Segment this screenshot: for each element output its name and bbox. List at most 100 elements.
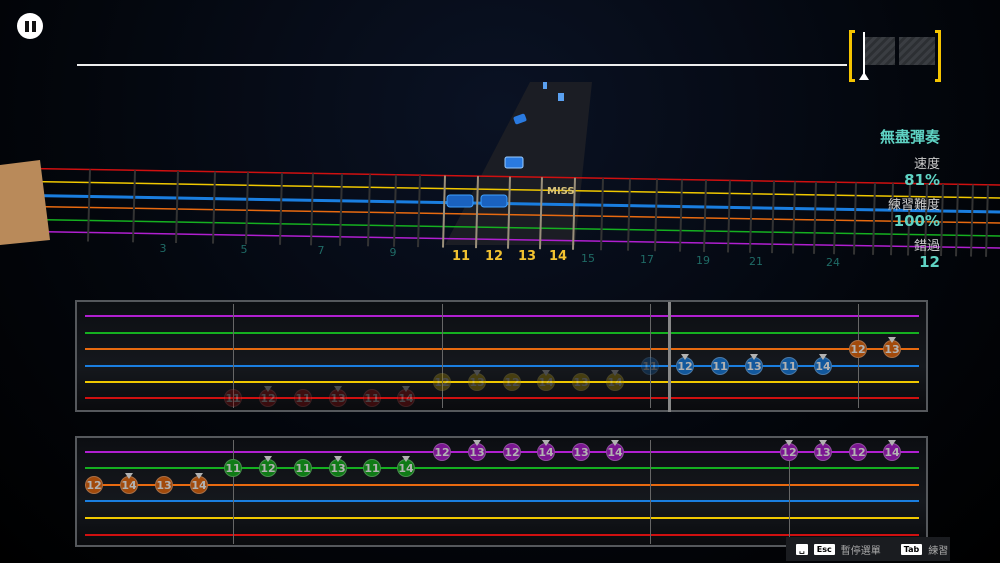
fret-label: 13	[156, 478, 172, 492]
playhead-line	[668, 302, 671, 412]
slide-marker-icon	[542, 370, 550, 376]
fret-number: 3	[159, 242, 167, 255]
difficulty-value: 100%	[893, 212, 940, 230]
fret-wire	[132, 170, 136, 243]
fret-label: 12	[434, 375, 450, 389]
tab-note: 12	[503, 443, 521, 461]
fret-label: 11	[712, 359, 728, 373]
misses-value: 12	[919, 253, 940, 271]
fret-label: 13	[573, 445, 589, 459]
fret-label: 13	[330, 461, 346, 475]
fret-number: 12	[484, 249, 504, 264]
incoming-note	[543, 82, 547, 89]
fret-wire	[245, 172, 249, 245]
pause-button[interactable]	[17, 13, 43, 39]
difficulty-label: 練習難度	[887, 198, 940, 213]
slide-marker-icon	[542, 440, 550, 446]
fret-wire	[279, 172, 283, 245]
tab-string-line	[85, 517, 919, 519]
fret-wire	[940, 184, 944, 257]
playhead-triangle-icon	[859, 72, 869, 80]
fret-label: 12	[504, 375, 520, 389]
tab-note: 12	[433, 373, 451, 391]
fret-label: 14	[815, 359, 831, 373]
slide-marker-icon	[195, 473, 203, 479]
tab-note: 14	[120, 473, 138, 494]
fret-wire	[727, 180, 731, 253]
fret-wire	[600, 178, 604, 251]
song-progress-bar[interactable]	[77, 64, 847, 66]
tab-string-line	[85, 484, 919, 486]
fret-wire	[853, 182, 857, 255]
tab-note: 13	[572, 373, 590, 391]
incoming-note	[558, 93, 564, 101]
fret-label: 12	[86, 478, 102, 492]
fret-wire	[393, 174, 397, 247]
slide-marker-icon	[888, 337, 896, 343]
tab-note: 13	[329, 456, 347, 477]
fret-number: 21	[749, 255, 763, 269]
tab-note: 13	[468, 440, 486, 461]
tab-note: 11	[224, 389, 242, 407]
tab-string-line	[85, 500, 919, 502]
tab-note: 12	[849, 340, 867, 358]
speed-value: 81%	[904, 171, 940, 189]
fret-label: 12	[850, 342, 866, 356]
slide-marker-icon	[334, 456, 342, 462]
guitar-string	[0, 167, 1000, 186]
tab-note: 13	[814, 440, 832, 461]
fret-number: 19	[696, 254, 710, 267]
miss-label: MISS	[547, 186, 575, 197]
slide-marker-icon	[125, 473, 133, 479]
mode-title: 無盡彈奏	[879, 128, 940, 146]
fret-wire	[339, 173, 343, 246]
fret-label: 13	[815, 445, 831, 459]
tab-note: 11	[711, 357, 729, 375]
tab-string-line	[85, 534, 919, 536]
fret-wire	[833, 182, 837, 255]
fret-number: 15	[581, 251, 595, 265]
tab-note: 14	[606, 440, 624, 461]
fret-wire	[310, 173, 314, 246]
fret-number: 7	[317, 244, 325, 258]
stats-panel: 無盡彈奏 速度 81% 練習難度 100% 錯過 12	[880, 126, 940, 270]
playhead-marker[interactable]	[863, 32, 865, 76]
esc-key-icon: Esc	[813, 543, 835, 555]
fret-number: 13	[517, 249, 537, 264]
tab-key-icon: Tab	[900, 543, 923, 555]
tab-note: 11	[641, 357, 659, 375]
fret-label: 11	[781, 359, 797, 373]
fret-number: 11	[451, 249, 471, 264]
tab-note: 12	[433, 443, 451, 461]
controls-hint-bar: ␣ Esc 暫停選單 Tab 練習	[786, 537, 950, 561]
section-minimap[interactable]	[849, 30, 941, 82]
slide-marker-icon	[888, 440, 896, 446]
tab-note: 11	[363, 389, 381, 407]
fret-label: 14	[538, 445, 554, 459]
fret-label: 14	[538, 375, 554, 389]
slide-marker-icon	[264, 386, 272, 392]
fret-wire	[679, 179, 683, 252]
fret-wire	[367, 174, 371, 247]
speed-label: 速度	[913, 157, 940, 172]
guitar-headstock	[0, 160, 50, 245]
fret-wire	[572, 177, 576, 250]
fret-wire	[970, 184, 974, 257]
tab-note: 14	[537, 370, 555, 391]
guitar-string	[0, 218, 1000, 237]
fret-wire	[890, 183, 894, 256]
slide-marker-icon	[473, 370, 481, 376]
fret-label: 12	[781, 445, 797, 459]
slide-marker-icon	[611, 440, 619, 446]
practice-hint[interactable]: 練習	[928, 545, 949, 557]
tab-string-line	[85, 348, 919, 350]
guitar-string	[0, 180, 1000, 199]
tab-note: 12	[849, 443, 867, 461]
fret-wire	[627, 178, 631, 251]
tab-note: 12	[259, 386, 277, 407]
slide-marker-icon	[750, 354, 758, 360]
fret-wire	[475, 176, 479, 249]
pause-menu-hint[interactable]: 暫停選單	[840, 545, 881, 557]
minimap-section	[865, 37, 895, 65]
